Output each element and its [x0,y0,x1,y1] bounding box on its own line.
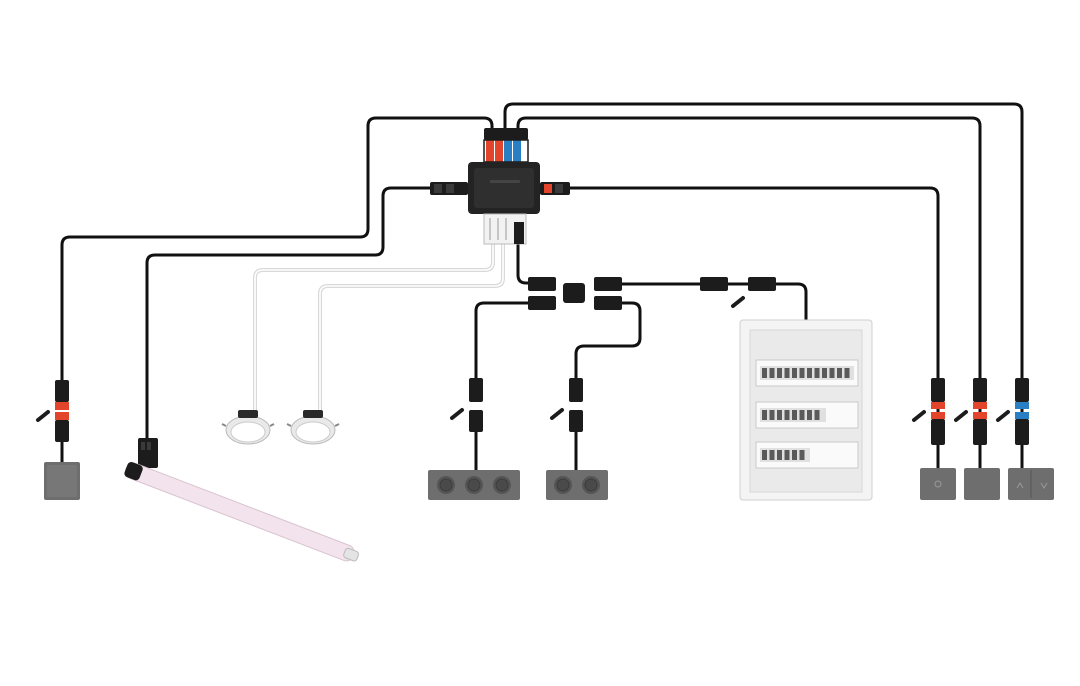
breaker-toggle [762,410,767,420]
splitter-hub [563,283,585,303]
connector-blind-switch [996,378,1029,445]
splitter-connectors [528,277,776,310]
triple-socket-outlet-icon[interactable] [428,470,520,500]
breaker-toggle [814,410,820,420]
cable-to-left-switch [60,116,494,384]
breaker-toggle [769,410,775,420]
cable-to-plain-switch [516,116,982,472]
cable-to-downlight-1-inner [254,239,494,413]
breaker-toggle [792,410,797,420]
double-socket-outlet-icon[interactable] [546,470,608,500]
plug-connectors [36,378,1029,468]
recessed-downlight-icon[interactable] [221,410,275,445]
distribution-board-icon[interactable] [739,319,873,501]
dimmer-switch-icon[interactable] [920,468,956,500]
top-terminal-block [483,128,529,163]
light-switch-icon[interactable] [964,468,1000,500]
junction-box[interactable] [430,128,570,245]
breaker-toggle [762,450,767,460]
recessed-downlight-icon[interactable] [286,410,340,445]
connector-left-switch [36,380,69,462]
breaker-toggle [777,410,782,420]
cable-to-double-socket [574,301,642,387]
breaker-toggle [814,368,820,378]
breaker-toggle [792,450,797,460]
breaker-toggle [799,410,805,420]
breaker-toggle [784,368,790,378]
cable-to-blind-switch [503,102,1024,472]
breaker-toggle [777,450,782,460]
left-side-connector [430,182,468,195]
led-tube-light-icon[interactable] [123,461,360,565]
breaker-toggle [822,368,827,378]
breaker-toggle [807,368,812,378]
cable-to-led-tube [145,186,432,442]
breaker-toggle [784,410,790,420]
breaker-toggle [769,368,775,378]
breaker-toggle [777,368,782,378]
cable-to-dimmer-switch [568,186,940,472]
junction-box-lid [474,168,534,208]
breakers [762,368,850,460]
breaker-toggle [769,450,775,460]
breaker-toggle [762,368,767,378]
breaker-toggle [799,450,805,460]
breaker-toggle [829,368,835,378]
breaker-toggle [792,368,797,378]
breaker-toggle [807,410,812,420]
blind-control-switch-icon[interactable] [1008,468,1054,500]
connector-dimmer-switch [912,378,945,445]
breaker-toggle [844,368,850,378]
bottom-terminal-block [483,213,527,245]
connector-triple-socket [450,378,483,432]
cable-main-feed [516,238,547,285]
light-switch-icon[interactable] [44,462,80,500]
breaker-toggle [837,368,842,378]
junction-box-ridge [490,180,520,183]
connector-plain-switch [954,378,987,445]
breaker-toggle [784,450,790,460]
connector-double-socket [550,378,583,432]
cable-to-downlight-2-inner [319,239,504,413]
cable-to-downlight-1 [253,238,495,414]
connector-led-tube [138,438,158,468]
right-side-connector [540,182,570,195]
cable-to-triple-socket [474,301,547,387]
breaker-toggle [799,368,805,378]
